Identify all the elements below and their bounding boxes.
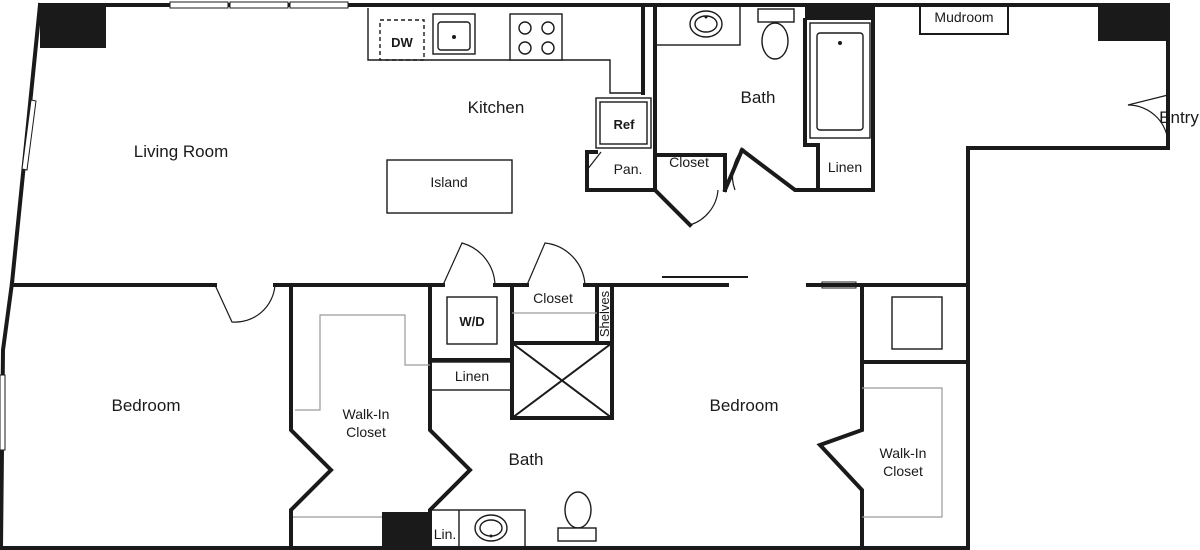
stove <box>509 13 563 61</box>
bath-top-toilet <box>761 22 789 60</box>
washer-dryer <box>446 296 498 345</box>
bath-top-toilet-tank <box>757 8 795 23</box>
bath-bottom-toilet <box>564 491 592 529</box>
window-top-3 <box>289 1 349 9</box>
closet-mid-label: Closet <box>533 290 573 306</box>
room-bedroom-left: Bedroom <box>112 396 181 415</box>
room-labels: Living Room Kitchen Bath Entry Mudroom B… <box>112 9 1200 479</box>
linen-small-label: Lin. <box>434 526 457 542</box>
refrigerator-label: Ref <box>614 117 636 132</box>
bath-top-fixtures: Linen <box>654 4 871 175</box>
room-entry: Entry <box>1159 108 1199 127</box>
island-label: Island <box>430 174 467 190</box>
window-top-2 <box>229 1 289 9</box>
window-left-bedroom <box>0 374 6 451</box>
window-top-1 <box>169 1 229 9</box>
island <box>386 159 513 214</box>
doors <box>214 94 1169 323</box>
room-kitchen: Kitchen <box>468 98 525 117</box>
bathtub <box>809 22 871 139</box>
column-top-bath <box>805 5 873 20</box>
closet-hall-label: Closet <box>669 154 709 170</box>
room-living-room: Living Room <box>134 142 229 161</box>
dishwasher-label: DW <box>391 35 413 50</box>
bath-bottom-toilet-tank <box>557 527 597 542</box>
column-top-right <box>1098 5 1168 41</box>
bath-top-sink <box>689 10 723 38</box>
bath-bottom-sink <box>474 514 508 542</box>
shelves-label: Shelves <box>597 290 612 337</box>
dishwasher <box>379 19 425 61</box>
linen-top-label: Linen <box>828 159 862 175</box>
room-bath-top: Bath <box>741 88 776 107</box>
room-bath-bottom: Bath <box>509 450 544 469</box>
room-bedroom-right: Bedroom <box>710 396 779 415</box>
utility-fixtures: W/D Closet Shelves Linen <box>429 290 613 419</box>
mechanical-box <box>891 296 943 350</box>
window-left-living <box>21 99 37 171</box>
column-bottom-bath <box>382 512 430 548</box>
room-walkin-left-line1: Walk-In <box>343 406 390 422</box>
room-walkin-right-line2: Closet <box>883 463 923 479</box>
column-top-left <box>40 5 106 48</box>
pantry-label: Pan. <box>614 161 643 177</box>
washer-dryer-label: W/D <box>459 314 484 329</box>
room-walkin-left-line2: Closet <box>346 424 386 440</box>
exterior-walls <box>0 2 1170 550</box>
kitchen-fixtures: DW Ref Pan. Island <box>367 8 652 214</box>
refrigerator <box>595 97 652 149</box>
bath-bottom-fixtures: Lin. <box>429 491 597 549</box>
walkin-left-shelves <box>293 314 430 518</box>
room-mudroom: Mudroom <box>934 9 993 25</box>
linen-bottom-label: Linen <box>455 368 489 384</box>
right-fixtures <box>862 296 943 518</box>
room-walkin-right-line1: Walk-In <box>880 445 927 461</box>
